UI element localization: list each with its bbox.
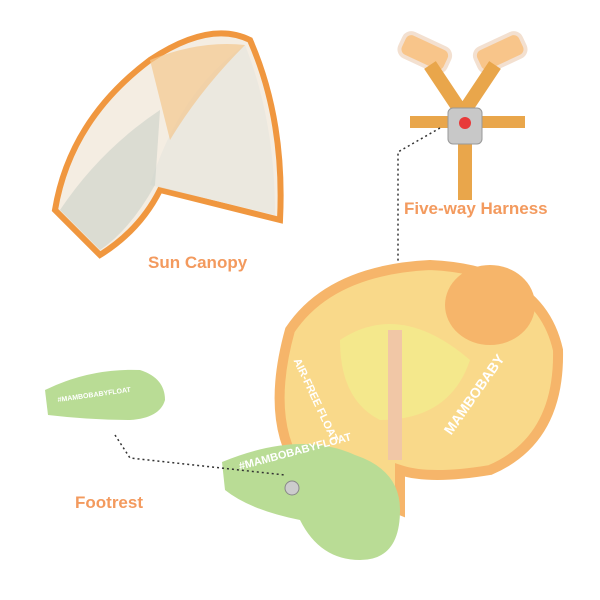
footrest-label: Footrest <box>75 493 143 512</box>
float-image: MAMBOBABY AIR-FREE FLOAT <box>274 259 564 518</box>
footrest-pointer-line <box>114 434 286 476</box>
footrest-image: #MAMBOBABYFLOAT <box>45 369 165 420</box>
sun-canopy-label: Sun Canopy <box>148 253 248 272</box>
sun-canopy-image <box>51 30 284 259</box>
harness-image <box>397 31 528 200</box>
harness-pointer-line <box>397 127 441 330</box>
footrest-attached-image: #MAMBOBABYFLOAT <box>222 431 400 560</box>
harness-label: Five-way Harness <box>404 199 548 218</box>
